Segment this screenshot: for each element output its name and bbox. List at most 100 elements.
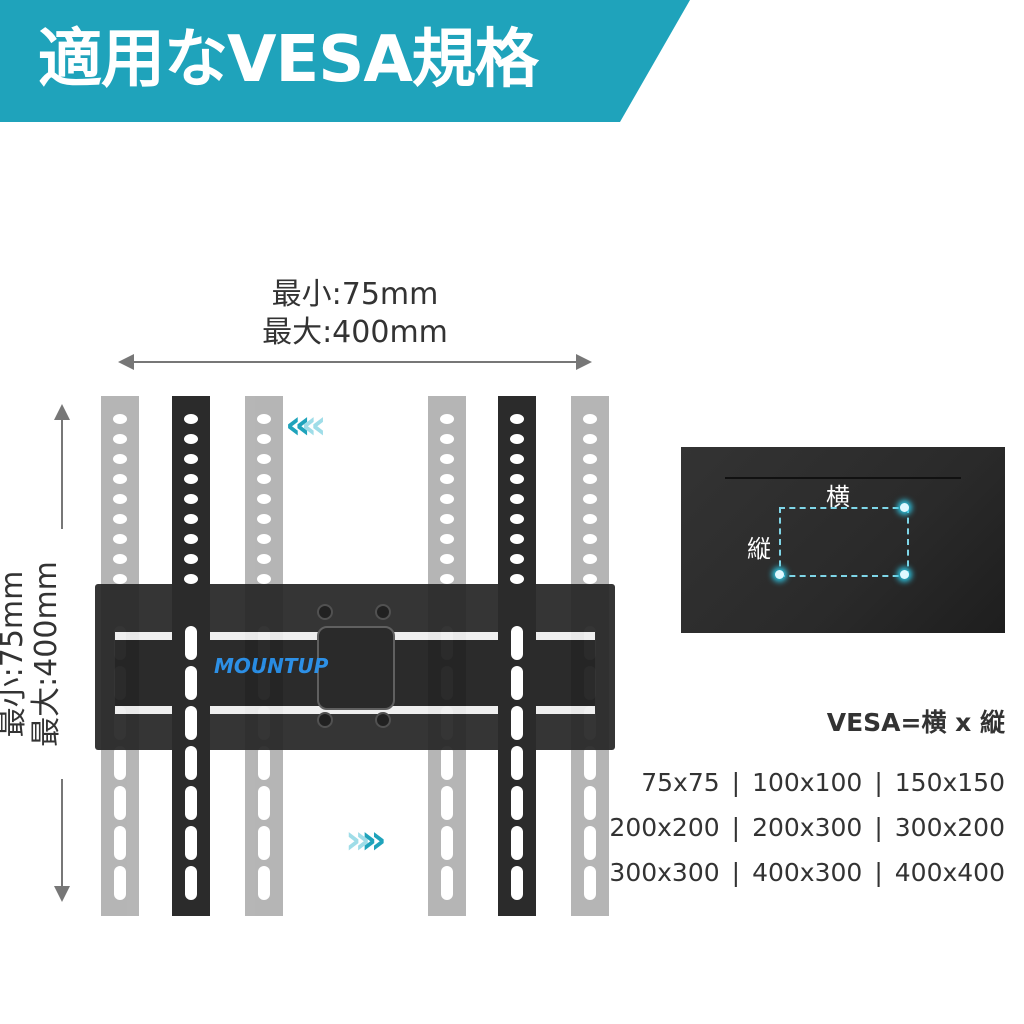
rail-hole xyxy=(583,534,597,544)
rail-slot xyxy=(584,866,596,900)
rail-hole xyxy=(184,414,198,424)
rail-hole xyxy=(583,514,597,524)
separator: | xyxy=(874,768,883,797)
rail-slot xyxy=(511,666,523,700)
width-max-label: 最大:400mm xyxy=(262,315,448,350)
rail-hole xyxy=(184,554,198,564)
rail-slot xyxy=(185,826,197,860)
rail-slot xyxy=(114,866,126,900)
rail-hole xyxy=(113,574,127,584)
rail-hole xyxy=(257,514,271,524)
mount-point-icon xyxy=(775,570,784,579)
rail-hole xyxy=(113,414,127,424)
rail-hole xyxy=(510,514,524,524)
rail-slot xyxy=(185,786,197,820)
rail-slot xyxy=(511,706,523,740)
table-row: 300x300 | 400x300 | 400x400 xyxy=(609,850,1005,895)
bolt-icon xyxy=(375,604,391,620)
rail-hole xyxy=(440,574,454,584)
rail-hole xyxy=(510,534,524,544)
rail-hole xyxy=(113,554,127,564)
rail-hole xyxy=(440,554,454,564)
rail-hole xyxy=(257,474,271,484)
rail-hole xyxy=(583,474,597,484)
rail-dark xyxy=(172,396,210,916)
rail-hole xyxy=(440,534,454,544)
rail-slot xyxy=(584,786,596,820)
rail-hole xyxy=(184,454,198,464)
mount-point-icon xyxy=(900,503,909,512)
rail-hole xyxy=(184,474,198,484)
size-cell: 75x75 xyxy=(641,768,720,797)
bolt-icon xyxy=(317,604,333,620)
height-min-label: 最小:75mm xyxy=(0,529,30,779)
rail-slot xyxy=(258,866,270,900)
rail-slot xyxy=(511,626,523,660)
separator: | xyxy=(731,768,741,797)
rail-hole xyxy=(184,574,198,584)
separator: | xyxy=(731,813,741,842)
rail-hole xyxy=(113,454,127,464)
brand-logo: MOUNTUP xyxy=(214,654,329,678)
rail-hole xyxy=(440,494,454,504)
rail-hole xyxy=(257,434,271,444)
rail-slot xyxy=(185,866,197,900)
rail-hole xyxy=(113,534,127,544)
table-row: 75x75 | 100x100 | 150x150 xyxy=(609,760,1005,805)
separator: | xyxy=(874,858,883,887)
rail-hole xyxy=(113,474,127,484)
bolt-icon xyxy=(375,712,391,728)
bolt-icon xyxy=(317,712,333,728)
tv-edge-line xyxy=(725,477,961,479)
page-title: 適用なVESA規格 xyxy=(38,23,539,97)
rail-slot xyxy=(114,746,126,780)
rail-slot xyxy=(584,826,596,860)
rail-hole xyxy=(583,414,597,424)
rail-hole xyxy=(257,574,271,584)
size-cell: 300x200 xyxy=(894,813,1005,842)
rail-hole xyxy=(510,414,524,424)
size-cell: 400x300 xyxy=(752,858,863,887)
rail-hole xyxy=(583,554,597,564)
table-row: 200x200| 200x300| 300x200 xyxy=(609,805,1005,850)
width-arrow-icon xyxy=(118,354,592,370)
height-max-label: 最大:400mm xyxy=(29,529,64,779)
rail-hole xyxy=(583,454,597,464)
bracket-plate xyxy=(317,626,395,710)
rail-hole xyxy=(113,494,127,504)
rail-hole xyxy=(440,514,454,524)
rail-slot xyxy=(114,786,126,820)
size-cell: 100x100 xyxy=(752,768,863,797)
rail-slot xyxy=(185,746,197,780)
rail-slot xyxy=(114,826,126,860)
rail-slot xyxy=(511,746,523,780)
rail-hole xyxy=(257,414,271,424)
rail-hole xyxy=(257,494,271,504)
rail-slot xyxy=(185,666,197,700)
size-cell: 300x300 xyxy=(609,858,720,887)
rail-slot xyxy=(441,746,453,780)
rail-hole xyxy=(510,494,524,504)
rail-hole xyxy=(510,474,524,484)
rail-hole xyxy=(257,454,271,464)
size-cell: 200x300 xyxy=(752,813,863,842)
rail-hole xyxy=(257,554,271,564)
rail-slot xyxy=(441,826,453,860)
rail-hole xyxy=(510,434,524,444)
rail-slot xyxy=(511,866,523,900)
rail-hole xyxy=(510,554,524,564)
vesa-formula: VESA=横 x 縦 xyxy=(826,708,1005,737)
mount-point-icon xyxy=(900,570,909,579)
size-cell: 150x150 xyxy=(894,768,1005,797)
chevron-left-icon: «« xyxy=(285,402,327,448)
rail-hole xyxy=(440,434,454,444)
vesa-size-table: 75x75| 100x100| 150x150 200x200| 200x300… xyxy=(609,760,1005,895)
rail-hole xyxy=(257,534,271,544)
rail-hole xyxy=(510,454,524,464)
size-cell: 400x400 xyxy=(894,858,1005,887)
rail-hole xyxy=(113,434,127,444)
height-dimension-label: 最小:75mm 最大:400mm xyxy=(0,529,64,779)
rail-slot xyxy=(258,746,270,780)
rail-slot xyxy=(258,786,270,820)
separator: | xyxy=(731,858,741,887)
